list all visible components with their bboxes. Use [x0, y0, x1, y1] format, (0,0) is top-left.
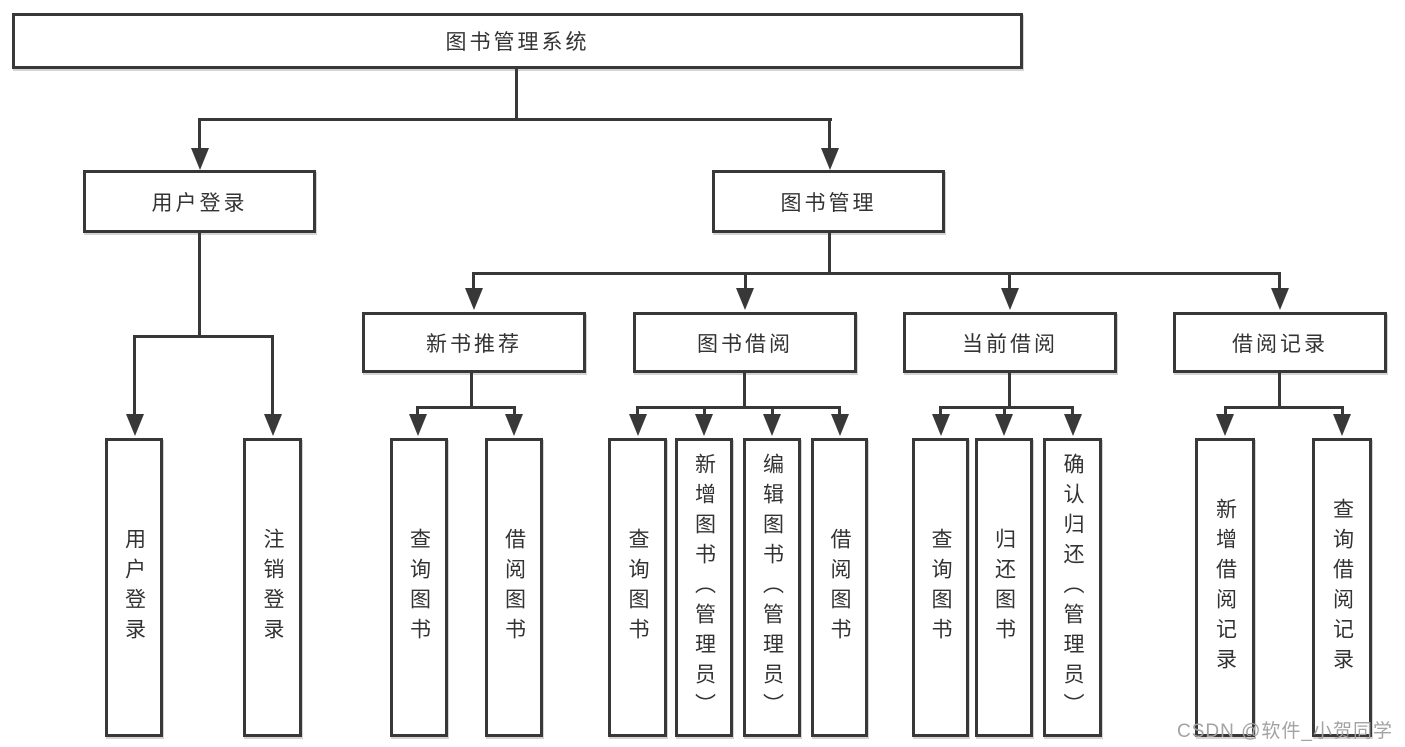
leaf-query-book-borrow-label: 查询图书	[626, 527, 650, 648]
connector-line	[1224, 406, 1227, 416]
connector-line	[198, 233, 201, 335]
node-current-borrow-label: 当前借阅	[962, 332, 1058, 356]
arrow-down-icon	[1333, 414, 1351, 436]
leaf-user-login-label: 用户登录	[122, 527, 146, 648]
leaf-borrow-book: 借阅图书	[811, 438, 868, 737]
connector-line	[515, 69, 518, 118]
leaf-edit-book-admin: 编辑图书（管理员）	[743, 438, 801, 737]
connector-line	[1224, 406, 1344, 409]
node-borrow-records: 借阅记录	[1173, 312, 1387, 373]
connector-line	[744, 272, 747, 292]
arrow-down-icon	[409, 414, 427, 436]
node-new-book-recommend: 新书推荐	[362, 312, 586, 373]
leaf-query-book-current-label: 查询图书	[929, 527, 953, 648]
node-book-management: 图书管理	[712, 170, 945, 233]
arrow-down-icon	[629, 414, 647, 436]
connector-line	[636, 406, 639, 416]
connector-line	[743, 373, 746, 406]
arrow-down-icon	[736, 288, 754, 310]
leaf-edit-book-admin-label: 编辑图书（管理员）	[760, 452, 784, 723]
leaf-query-book-current: 查询图书	[912, 438, 969, 737]
arrow-down-icon	[695, 414, 713, 436]
connector-line	[939, 406, 942, 416]
connector-line	[1008, 373, 1011, 406]
arrow-down-icon	[1271, 288, 1289, 310]
connector-line	[417, 406, 516, 409]
connector-line	[828, 118, 831, 150]
node-borrow-records-label: 借阅记录	[1232, 332, 1328, 356]
connector-line	[1278, 272, 1281, 292]
watermark: CSDN @软件_小贺同学	[1177, 721, 1393, 742]
arrow-down-icon	[505, 414, 523, 436]
connector-line	[838, 406, 841, 416]
arrow-down-icon	[1001, 288, 1019, 310]
leaf-query-borrow-record: 查询借阅记录	[1312, 438, 1372, 737]
connector-line	[198, 118, 201, 150]
leaf-add-book-admin-label: 新增图书（管理员）	[692, 452, 716, 723]
arrow-down-icon	[1216, 414, 1234, 436]
connector-line	[1003, 406, 1006, 416]
leaf-logout-login-label: 注销登录	[261, 527, 285, 648]
leaf-query-book-recommend-label: 查询图书	[407, 527, 431, 648]
leaf-return-book: 归还图书	[975, 438, 1033, 737]
leaf-add-borrow-record-label: 新增借阅记录	[1213, 497, 1237, 678]
leaf-add-borrow-record: 新增借阅记录	[1195, 438, 1255, 737]
node-root: 图书管理系统	[12, 13, 1023, 69]
connector-line	[198, 118, 832, 121]
arrow-down-icon	[821, 148, 839, 170]
connector-line	[828, 233, 831, 272]
arrow-down-icon	[126, 414, 144, 436]
leaf-query-book-borrow: 查询图书	[608, 438, 667, 737]
connector-line	[472, 272, 475, 292]
connector-line	[416, 406, 419, 416]
node-user-login-label: 用户登录	[151, 191, 248, 215]
leaf-query-book-recommend: 查询图书	[390, 438, 448, 737]
leaf-confirm-return-admin-label: 确认归还（管理员）	[1061, 452, 1085, 723]
arrow-down-icon	[831, 414, 849, 436]
connector-line	[133, 335, 274, 338]
connector-line	[473, 272, 1281, 275]
connector-line	[1341, 406, 1344, 416]
node-current-borrow: 当前借阅	[903, 312, 1117, 373]
connector-line	[636, 406, 841, 409]
arrow-down-icon	[191, 148, 209, 170]
node-book-management-label: 图书管理	[780, 191, 877, 215]
node-root-label: 图书管理系统	[445, 31, 590, 54]
arrow-down-icon	[763, 414, 781, 436]
connector-line	[1071, 406, 1074, 416]
connector-line	[513, 406, 516, 416]
arrow-down-icon	[1064, 414, 1082, 436]
connector-line	[703, 406, 706, 416]
leaf-borrow-book-recommend-label: 借阅图书	[502, 527, 526, 648]
arrow-down-icon	[932, 414, 950, 436]
leaf-borrow-book-recommend: 借阅图书	[485, 438, 543, 737]
node-book-borrow: 图书借阅	[633, 312, 857, 373]
leaf-borrow-book-label: 借阅图书	[828, 527, 852, 648]
leaf-return-book-label: 归还图书	[992, 527, 1016, 648]
connector-line	[133, 335, 136, 418]
leaf-confirm-return-admin: 确认归还（管理员）	[1043, 438, 1102, 737]
connector-line	[470, 373, 473, 406]
arrow-down-icon	[264, 414, 282, 436]
connector-line	[1008, 272, 1011, 292]
arrow-down-icon	[465, 288, 483, 310]
node-user-login: 用户登录	[83, 170, 316, 233]
node-book-borrow-label: 图书借阅	[697, 332, 793, 356]
connector-line	[271, 335, 274, 418]
leaf-query-borrow-record-label: 查询借阅记录	[1330, 497, 1354, 678]
leaf-user-login: 用户登录	[105, 438, 163, 737]
connector-line	[1278, 373, 1281, 406]
node-new-book-recommend-label: 新书推荐	[426, 332, 522, 356]
arrow-down-icon	[995, 414, 1013, 436]
connector-line	[771, 406, 774, 416]
leaf-logout-login: 注销登录	[243, 438, 302, 737]
connector-line	[939, 406, 1074, 409]
leaf-add-book-admin: 新增图书（管理员）	[675, 438, 733, 737]
